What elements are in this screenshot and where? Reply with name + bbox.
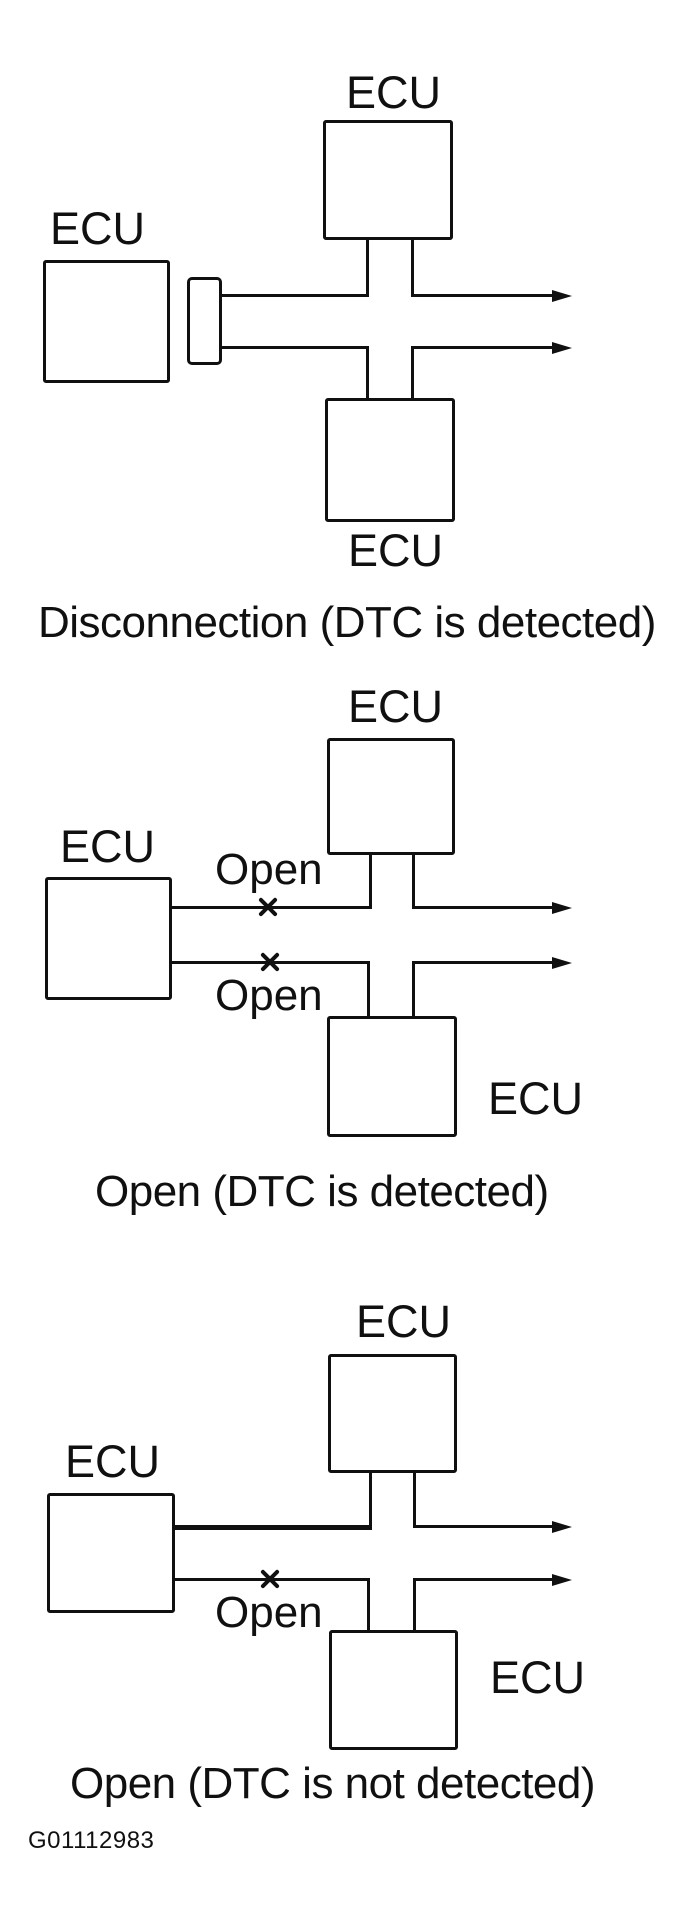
open-x-mark-upper-2 (257, 896, 279, 918)
ecu-box-top-2 (327, 738, 455, 855)
ecu-box-top-3 (328, 1354, 457, 1473)
arrowhead-upper-2 (552, 902, 572, 914)
ecu-label-left-2: ECU (60, 821, 156, 872)
arrowhead-lower-3 (552, 1574, 572, 1586)
ecu-label-bottom-1: ECU (348, 525, 444, 576)
ecu-label-left-1: ECU (50, 203, 146, 254)
ecu-box-bottom-2 (327, 1016, 457, 1137)
wire-bus-lower-right-1 (411, 346, 552, 349)
wire-bus-upper-left-1 (222, 294, 369, 297)
wire-stub-top-right-3 (413, 1473, 416, 1528)
wire-stub-top-left-2 (369, 855, 372, 909)
ecu-box-left-1 (43, 260, 170, 383)
wire-stub-top-left-1 (366, 240, 369, 297)
wire-stub-top-right-1 (411, 240, 414, 297)
arrowhead-lower-1 (552, 342, 572, 354)
open-label-3: Open (215, 1588, 323, 1637)
wire-drop-bottom-left-1 (366, 346, 369, 400)
ecu-label-left-3: ECU (65, 1436, 161, 1487)
arrowhead-lower-2 (552, 957, 572, 969)
open-x-mark-lower-2 (259, 951, 281, 973)
wire-bus-upper-left-3 (174, 1525, 372, 1530)
caption-diagram-1: Disconnection (DTC is detected) (38, 598, 656, 647)
arrowhead-upper-3 (552, 1521, 572, 1533)
ecu-label-top-1: ECU (346, 67, 442, 118)
ecu-label-right-3: ECU (490, 1652, 586, 1703)
wire-bus-upper-right-2 (412, 906, 552, 909)
wire-stub-top-left-3 (369, 1473, 372, 1530)
figure-code: G01112983 (28, 1827, 155, 1854)
ecu-label-top-2: ECU (348, 681, 444, 732)
wire-bus-upper-right-3 (413, 1525, 552, 1528)
wire-bus-lower-right-3 (413, 1578, 552, 1581)
ecu-label-right-2: ECU (488, 1073, 584, 1124)
wire-drop-bottom-left-3 (367, 1578, 370, 1633)
ecu-box-left-3 (47, 1493, 175, 1613)
open-x-mark-3 (259, 1568, 281, 1590)
disconnected-connector (187, 277, 222, 365)
ecu-box-bottom-1 (325, 398, 455, 522)
wire-bus-lower-left-1 (222, 346, 369, 349)
ecu-box-bottom-3 (329, 1630, 458, 1750)
ecu-label-top-3: ECU (356, 1296, 452, 1347)
arrowhead-upper-1 (552, 290, 572, 302)
wire-bus-lower-right-2 (412, 961, 552, 964)
open-label-lower-2: Open (215, 971, 323, 1020)
caption-diagram-3: Open (DTC is not detected) (70, 1759, 596, 1808)
open-label-upper-2: Open (215, 845, 323, 894)
wire-stub-bottom-right-1 (411, 346, 414, 400)
wire-stub-top-right-2 (412, 855, 415, 909)
ecu-box-top-1 (323, 120, 453, 240)
wire-bus-upper-right-1 (411, 294, 552, 297)
ecu-box-left-2 (45, 877, 172, 1000)
caption-diagram-2: Open (DTC is detected) (95, 1167, 549, 1216)
wire-stub-bottom-right-3 (413, 1578, 416, 1633)
wire-stub-bottom-right-2 (412, 961, 415, 1018)
wire-drop-bottom-left-2 (367, 961, 370, 1018)
